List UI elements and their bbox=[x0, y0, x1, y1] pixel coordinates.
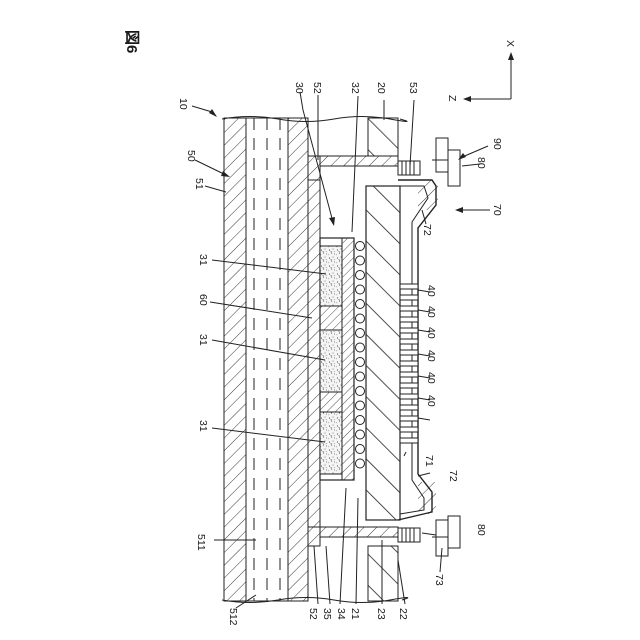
spacer-ball bbox=[356, 358, 365, 367]
label-22: 22 bbox=[397, 608, 409, 620]
cooling-plate bbox=[366, 186, 400, 520]
fin bbox=[400, 350, 418, 355]
cell-c bbox=[320, 412, 342, 474]
spacer-ball bbox=[356, 459, 365, 468]
label-40-2: 40 bbox=[425, 306, 437, 318]
fin bbox=[400, 284, 418, 289]
label-40-6: 40 bbox=[425, 395, 437, 407]
frame-bar-top bbox=[320, 156, 398, 166]
label-52-bottom: 52 bbox=[307, 608, 319, 620]
fin bbox=[400, 317, 418, 322]
fin bbox=[400, 405, 418, 410]
fin bbox=[400, 416, 418, 421]
x-axis-label: X bbox=[504, 40, 516, 47]
fin bbox=[400, 328, 418, 333]
spacer-ball bbox=[356, 300, 365, 309]
label-40-3: 40 bbox=[425, 327, 437, 339]
label-31-a: 31 bbox=[197, 254, 209, 266]
cover-plate-left bbox=[224, 118, 246, 601]
label-32: 32 bbox=[349, 82, 361, 94]
z-axis-label: Z bbox=[446, 95, 458, 102]
spacer-ball bbox=[356, 256, 365, 265]
fin bbox=[400, 427, 418, 432]
fastener-bottom bbox=[432, 516, 460, 556]
label-23: 23 bbox=[375, 608, 387, 620]
label-30: 30 bbox=[293, 82, 305, 94]
spacer-ball bbox=[356, 401, 365, 410]
label-20: 20 bbox=[375, 82, 387, 94]
fastener-top bbox=[432, 138, 460, 186]
spacer-ball bbox=[356, 242, 365, 251]
busbar bbox=[342, 238, 354, 480]
label-512: 512 bbox=[227, 608, 239, 626]
case-wall-top bbox=[368, 118, 398, 156]
bracket-bottom bbox=[308, 527, 320, 546]
spacer-ball bbox=[356, 416, 365, 425]
label-50: 50 bbox=[185, 150, 197, 162]
label-80-top: 80 bbox=[475, 157, 487, 169]
label-70: 70 bbox=[491, 204, 503, 216]
flange-bottom bbox=[418, 482, 436, 514]
label-10: 10 bbox=[177, 98, 189, 110]
label-72-bottom: 72 bbox=[447, 470, 459, 482]
label-60: 60 bbox=[197, 294, 209, 306]
cell-b bbox=[320, 330, 342, 392]
fin bbox=[400, 438, 418, 443]
label-34: 34 bbox=[335, 608, 347, 620]
spacer-ball bbox=[356, 285, 365, 294]
spacer-ball bbox=[356, 372, 365, 381]
cover-plate-right bbox=[288, 118, 308, 601]
cell-a bbox=[320, 246, 342, 306]
fin bbox=[400, 361, 418, 366]
label-73: 73 bbox=[433, 574, 445, 586]
label-53: 53 bbox=[407, 82, 419, 94]
label-80-bottom: 80 bbox=[475, 524, 487, 536]
label-31-c: 31 bbox=[197, 420, 209, 432]
spacer-ball bbox=[356, 387, 365, 396]
label-72-top: 72 bbox=[421, 224, 433, 236]
label-71: 71 bbox=[423, 455, 435, 467]
label-51: 51 bbox=[193, 178, 205, 190]
spacer-ball bbox=[356, 329, 365, 338]
fin bbox=[400, 383, 418, 388]
label-40-1: 40 bbox=[425, 285, 437, 297]
bolt-top bbox=[398, 161, 420, 175]
fin bbox=[400, 339, 418, 344]
case-wall-bottom bbox=[368, 546, 398, 601]
bolt-bottom bbox=[398, 528, 420, 542]
label-35: 35 bbox=[321, 608, 333, 620]
spacer-ball bbox=[356, 314, 365, 323]
fin bbox=[400, 295, 418, 300]
separator-2 bbox=[320, 392, 342, 412]
spacer-ball bbox=[356, 430, 365, 439]
label-40-4: 40 bbox=[425, 350, 437, 362]
label-40-5: 40 bbox=[425, 372, 437, 384]
label-511: 511 bbox=[195, 534, 207, 551]
fin bbox=[400, 394, 418, 399]
spacer-ball bbox=[356, 343, 365, 352]
spacer-ball bbox=[356, 445, 365, 454]
spacer-balls bbox=[356, 242, 365, 469]
fin bbox=[400, 306, 418, 311]
figure-title: 図6 bbox=[123, 30, 140, 53]
flange-top bbox=[418, 180, 438, 210]
label-52-top: 52 bbox=[311, 82, 323, 94]
label-21: 21 bbox=[349, 608, 361, 620]
cooling-fins bbox=[400, 284, 418, 443]
label-90: 90 bbox=[491, 138, 503, 150]
spacer-ball bbox=[356, 271, 365, 280]
label-31-b: 31 bbox=[197, 334, 209, 346]
heat-plate bbox=[308, 180, 320, 527]
separator-1 bbox=[320, 306, 342, 330]
axis-indicator: X Z bbox=[446, 40, 516, 102]
fin bbox=[400, 372, 418, 377]
frame-bar-bottom bbox=[320, 527, 398, 537]
liquid-layer bbox=[246, 118, 288, 601]
